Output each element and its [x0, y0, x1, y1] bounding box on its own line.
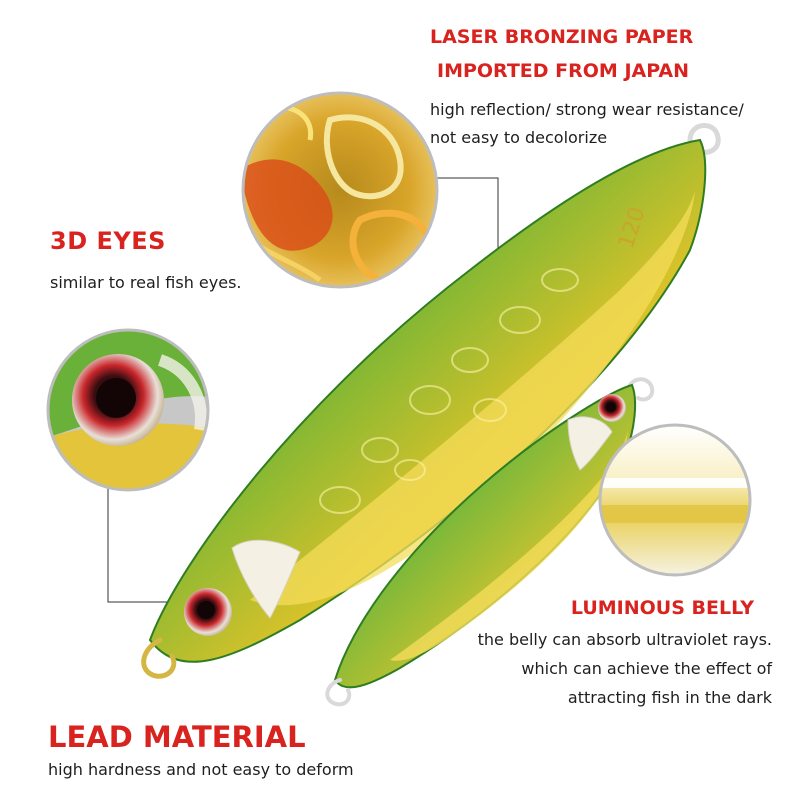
- small-lure-tail-hook: [325, 678, 352, 707]
- belly-desc-line2: which can achieve the effect of: [521, 659, 772, 678]
- small-jig-lure: [325, 377, 655, 707]
- large-lure-scale-pattern: [319, 268, 579, 514]
- small-lure-head-hook: [626, 377, 655, 402]
- belly-title: LUMINOUS BELLY: [570, 597, 754, 619]
- large-lure-gill-plate: [231, 539, 301, 619]
- material-title: LEAD MATERIAL: [48, 720, 306, 754]
- laser-paper-zoom-circle: [241, 91, 439, 289]
- belly-desc-line1: the belly can absorb ultraviolet rays.: [477, 630, 772, 649]
- laser-paper-desc-line2: not easy to decolorize: [430, 128, 608, 147]
- small-lure-eye-pupil: [606, 402, 616, 412]
- small-lure-gill-plate: [567, 416, 613, 471]
- large-jig-lure: 120: [141, 123, 721, 679]
- material-desc: high hardness and not easy to deform: [48, 760, 354, 779]
- eyes-desc: similar to real fish eyes.: [50, 273, 242, 292]
- small-lure-body: [333, 383, 637, 689]
- laser-paper-title-line1: LASER BRONZING PAPER: [430, 26, 694, 48]
- laser-paper-title-line2: IMPORTED FROM JAPAN: [437, 60, 690, 82]
- large-lure-tail-hook: [687, 123, 721, 155]
- large-lure-eye-pupil: [197, 601, 215, 619]
- eyes-zoom-circle: [46, 328, 210, 492]
- belly-zoom-circle: [598, 423, 752, 577]
- belly-desc-line3: attracting fish in the dark: [567, 688, 772, 707]
- laser-paper-desc-line1: high reflection/ strong wear resistance/: [430, 100, 744, 119]
- eyes-title: 3D EYES: [50, 227, 166, 255]
- large-lure-nose-hook: [141, 637, 177, 679]
